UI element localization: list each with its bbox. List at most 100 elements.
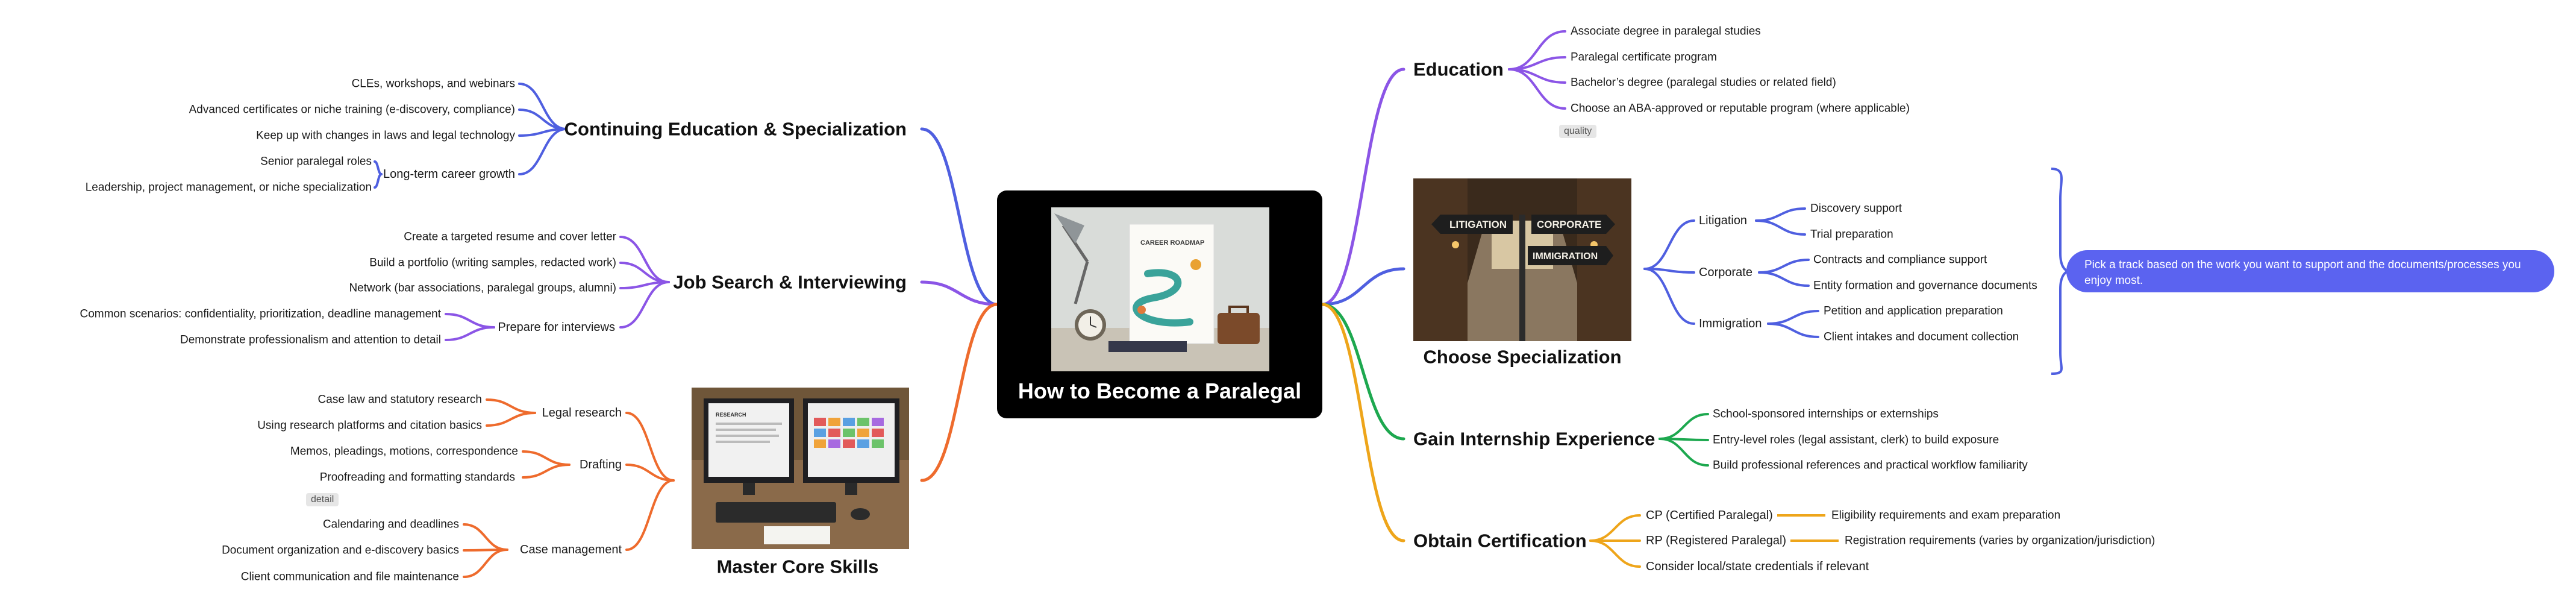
link-specialization bbox=[1321, 267, 1405, 306]
link-prepare-item-1 bbox=[445, 326, 495, 341]
link-immigration-item-1 bbox=[1767, 322, 1819, 338]
link-prepare bbox=[619, 281, 670, 329]
link-track-1 bbox=[1643, 268, 1695, 274]
link-job bbox=[920, 280, 999, 306]
career-roadmap-illustration: CAREER ROADMAP bbox=[1051, 207, 1269, 371]
link-growth bbox=[518, 128, 567, 175]
prepare-interviews-node[interactable]: Prepare for interviews bbox=[498, 321, 615, 334]
link-drafting bbox=[625, 464, 675, 482]
job-item-portfolio[interactable]: Build a portfolio (writing samples, reda… bbox=[369, 256, 616, 269]
link-internship-item-0 bbox=[1658, 413, 1709, 440]
job-item-resume[interactable]: Create a targeted resume and cover lette… bbox=[404, 230, 616, 244]
education-title[interactable]: Education bbox=[1413, 58, 1504, 80]
link-litigation-item-0 bbox=[1755, 207, 1806, 222]
education-item-associate[interactable]: Associate degree in paralegal studies bbox=[1571, 25, 1761, 38]
education-item-bachelor[interactable]: Bachelor’s degree (paralegal studies or … bbox=[1571, 76, 1836, 89]
sign-litigation: LITIGATION bbox=[1449, 219, 1507, 230]
poster-title: CAREER ROADMAP bbox=[1140, 239, 1204, 247]
continuing-item-certificates[interactable]: Advanced certificates or niche training … bbox=[189, 103, 515, 116]
drafting-item-proofreading[interactable]: Proofreading and formatting standards bbox=[319, 471, 515, 484]
prepare-item-scenarios[interactable]: Common scenarios: confidentiality, prior… bbox=[80, 307, 441, 321]
link-prepare-item-0 bbox=[445, 313, 495, 329]
link-continuing-item-0 bbox=[518, 83, 567, 130]
link-job-item-0 bbox=[619, 236, 670, 283]
link-growth-item-1 bbox=[374, 173, 383, 189]
litigation-node[interactable]: Litigation bbox=[1699, 214, 1748, 227]
link-continuing bbox=[920, 127, 999, 306]
internship-item-entry[interactable]: Entry-level roles (legal assistant, cler… bbox=[1713, 433, 1999, 447]
immigration-node[interactable]: Immigration bbox=[1699, 317, 1762, 330]
litigation-item-discovery[interactable]: Discovery support bbox=[1810, 202, 1902, 215]
research-item-platforms[interactable]: Using research platforms and citation ba… bbox=[257, 419, 482, 432]
core-skills-title[interactable]: Master Core Skills bbox=[716, 556, 879, 577]
specialization-callout[interactable]: Pick a track based on the work you want … bbox=[2066, 250, 2554, 292]
specialization-title[interactable]: Choose Specialization bbox=[1423, 346, 1622, 368]
link-education bbox=[1321, 68, 1405, 306]
link-internship bbox=[1321, 303, 1405, 441]
link-internship-item-2 bbox=[1658, 438, 1709, 467]
continuing-education-title[interactable]: Continuing Education & Specialization bbox=[564, 118, 907, 140]
quality-tag: quality bbox=[1559, 125, 1597, 138]
case-management-node[interactable]: Case management bbox=[520, 543, 622, 556]
monitor-title: RESEARCH bbox=[716, 412, 746, 418]
link-certification bbox=[1321, 303, 1405, 543]
corporate-item-contracts[interactable]: Contracts and compliance support bbox=[1813, 253, 1987, 266]
job-search-title[interactable]: Job Search & Interviewing bbox=[673, 271, 907, 293]
internship-item-references[interactable]: Build professional references and practi… bbox=[1713, 459, 2028, 472]
continuing-item-cles[interactable]: CLEs, workshops, and webinars bbox=[351, 77, 515, 90]
rp-node[interactable]: RP (Registered Paralegal) bbox=[1646, 534, 1787, 547]
immigration-item-petition[interactable]: Petition and application preparation bbox=[1824, 304, 2003, 318]
link-litigation-item-1 bbox=[1755, 219, 1806, 236]
legal-research-node[interactable]: Legal research bbox=[542, 406, 622, 420]
case-item-calendaring[interactable]: Calendaring and deadlines bbox=[322, 518, 459, 531]
drafting-item-memos[interactable]: Memos, pleadings, motions, correspondenc… bbox=[290, 445, 518, 458]
link-drafting-item-0 bbox=[522, 450, 571, 466]
link-drafting-item-1 bbox=[522, 464, 571, 479]
rp-detail[interactable]: Registration requirements (varies by org… bbox=[1845, 534, 2156, 547]
sign-immigration: IMMIGRATION bbox=[1533, 251, 1598, 262]
education-item-aba[interactable]: Choose an ABA-approved or reputable prog… bbox=[1571, 102, 1910, 115]
link-track-0 bbox=[1643, 219, 1695, 270]
prepare-item-professionalism[interactable]: Demonstrate professionalism and attentio… bbox=[180, 333, 441, 347]
internship-item-school[interactable]: School-sponsored internships or externsh… bbox=[1713, 407, 1939, 421]
link-case-item-2 bbox=[463, 549, 508, 578]
link-track-2 bbox=[1643, 268, 1695, 325]
research-item-caselaw[interactable]: Case law and statutory research bbox=[317, 393, 482, 406]
corporate-node[interactable]: Corporate bbox=[1699, 266, 1752, 279]
center-node[interactable]: CAREER ROADMAP How to Become a Paralegal bbox=[997, 190, 1322, 418]
specialization-signpost-illustration: LITIGATION CORPORATE IMMIGRATION bbox=[1413, 178, 1631, 341]
drafting-node[interactable]: Drafting bbox=[579, 458, 622, 471]
growth-item-senior[interactable]: Senior paralegal roles bbox=[260, 155, 372, 168]
job-item-network[interactable]: Network (bar associations, paralegal gro… bbox=[349, 281, 616, 295]
sign-corporate: CORPORATE bbox=[1537, 219, 1601, 230]
link-case bbox=[625, 479, 675, 551]
corporate-item-entity[interactable]: Entity formation and governance document… bbox=[1813, 279, 2037, 292]
continuing-item-laws[interactable]: Keep up with changes in laws and legal t… bbox=[256, 129, 515, 142]
core-skills-illustration: RESEARCH bbox=[692, 388, 909, 549]
link-research-item-0 bbox=[486, 398, 536, 414]
case-item-client[interactable]: Client communication and file maintenanc… bbox=[240, 570, 459, 583]
long-term-growth-node[interactable]: Long-term career growth bbox=[383, 168, 515, 181]
center-title: How to Become a Paralegal bbox=[1018, 379, 1302, 403]
link-core bbox=[920, 303, 999, 482]
cp-node[interactable]: CP (Certified Paralegal) bbox=[1646, 509, 1773, 522]
case-item-documents[interactable]: Document organization and e-discovery ba… bbox=[222, 544, 459, 557]
link-cert-item-2 bbox=[1589, 539, 1641, 568]
link-corporate-item-0 bbox=[1758, 259, 1810, 274]
growth-item-leadership[interactable]: Leadership, project management, or niche… bbox=[85, 181, 372, 194]
link-immigration-item-0 bbox=[1767, 310, 1819, 325]
internship-title[interactable]: Gain Internship Experience bbox=[1413, 428, 1655, 450]
link-growth-item-0 bbox=[374, 160, 383, 175]
education-item-certificate[interactable]: Paralegal certificate program bbox=[1571, 51, 1717, 64]
cp-detail[interactable]: Eligibility requirements and exam prepar… bbox=[1831, 509, 2061, 522]
link-cert-item-0 bbox=[1589, 514, 1641, 542]
link-case-item-0 bbox=[463, 523, 508, 551]
local-credentials-node[interactable]: Consider local/state credentials if rele… bbox=[1646, 560, 1869, 573]
link-research-item-1 bbox=[486, 412, 536, 427]
immigration-item-intakes[interactable]: Client intakes and document collection bbox=[1824, 330, 2019, 344]
certification-title[interactable]: Obtain Certification bbox=[1413, 530, 1587, 552]
link-research bbox=[625, 412, 675, 482]
litigation-item-trial[interactable]: Trial preparation bbox=[1810, 228, 1893, 241]
